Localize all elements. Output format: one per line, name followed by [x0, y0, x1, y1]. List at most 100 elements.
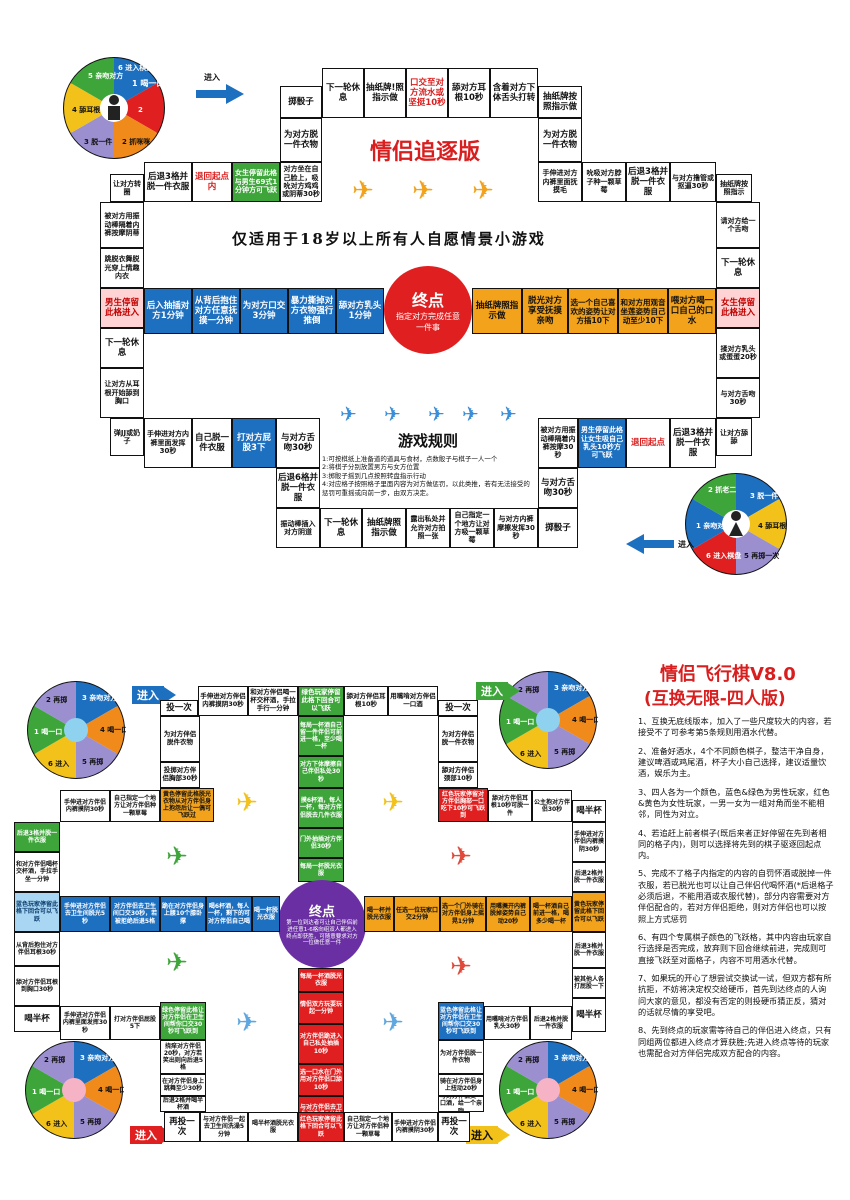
yellow-dice-wheel[interactable]: 3 亲吻对方伴侣 4 喝一口 5 再掷 6 进入 1 喝一口 2 再掷 [498, 1040, 598, 1140]
bottom-rule-6: 6、有四个专属棋子颜色的飞跃格，其中内容由玩家自行选择是否完成，放弃则下回合继续… [638, 932, 832, 965]
b-side-right-3: 黄色玩家停留此格下回合可以飞跃 [572, 892, 606, 932]
top-rules-title: 游戏规则 [397, 432, 458, 450]
b-bottom-3: 红色玩家停留此格下回合可以飞跃 [298, 1112, 344, 1142]
b-br-2: 用嘴啃对方伴侣乳头30秒 [484, 1006, 530, 1040]
cell-rotate: 让对方转圈 [110, 174, 144, 202]
cell-right-upper-1: 为对方脱一件衣物 [538, 118, 582, 162]
b-side-right-4: 后退3格并脱一件衣服 [572, 932, 606, 968]
svg-text:4 喝一口: 4 喝一口 [100, 725, 126, 734]
b-side-right-5: 被其他人各打屁股一下 [572, 968, 606, 998]
red-dice-wheel[interactable]: 3 亲吻对方伴侣 4 喝一口 5 再掷 6 进入 1 喝一口 2 再掷 [24, 1040, 124, 1140]
cell-lr-1: 被对方用振动棒隔着内裤按摩30秒 [538, 418, 578, 468]
svg-text:4 舔耳根: 4 舔耳根 [758, 521, 786, 530]
cell-left-2: 跳脱衣舞脱光穿上情趣内衣 [100, 248, 144, 288]
b-bottom-4: 自己指定一个地方让对方伴侣种一颗草莓 [344, 1112, 392, 1142]
cell-bottom-4: 自己指定一个地方让对方吸一颗草莓 [450, 508, 494, 548]
cell-lr-5: 与对方舌吻30秒 [538, 468, 578, 508]
top-rule-3: 3:掷骰子摇到几点按照转盘指示行动 [322, 471, 426, 480]
enter-label-red: 进入 [130, 1126, 162, 1144]
cell-bottom-3: 露出私处并允许对方拍照一张 [406, 508, 450, 548]
top-rule-4: 4:对应格子按照格子里面内容为对方做惩罚，以此类推，若有无法接受的惩罚可重摇或向… [322, 480, 530, 497]
cell-row2-r1: 手伸进对方内裤里面抚摸毛 [538, 162, 582, 202]
b-side-left-1: 后退3格并脱一件衣服 [14, 822, 60, 852]
enter-label-green: 进入 [476, 682, 508, 700]
male-dice-wheel[interactable]: 1 喝一口 2 2 抓咪咪 3 脱一件 4 舔耳根 5 亲吻对方 6 进入棋盘 [62, 56, 166, 160]
b-br-5: 骑在对方伴侣身上扭动20秒 [438, 1074, 484, 1096]
b-cell-top-2: 和对方伴侣喝一杯交杯酒，手拉手行一分钟 [248, 686, 298, 716]
b-cv-top-1: 每局一杯酒自己留一件伴侣可前进一格，至少喝一杯 [298, 716, 344, 756]
cell-dice: 掷骰子 [280, 86, 322, 118]
plane-icon: ✈ [462, 402, 479, 426]
enter-label-blue: 进入 [132, 686, 164, 704]
cell-row2-1: 后退3格并脱一件衣服 [144, 162, 192, 202]
plane-icon: ✈ [352, 176, 374, 206]
cell-left-5: 弹JJ或奶子 [110, 418, 144, 456]
plane-icon: ✈ [166, 948, 188, 978]
cell-back-start: 退回起点内 [192, 162, 232, 202]
bottom-finish-circle: 终点 第一位到达者可让自己伴侣前进任意1-6格向组双人都进入终点即获胜，可随意要… [278, 880, 366, 968]
b-ch-right-0: 喝一杯并脱光衣服 [364, 896, 394, 932]
b-ch-left-3: 跪在对方伴侣身上腰10个膝卧撑 [160, 896, 206, 932]
b-br-1: 蓝色停留此格让对方伴侣在卫生间帮你口交30秒可飞跃到 [438, 1002, 484, 1040]
b-side-left-3: 蓝色玩家停留此格下回合可以飞跃 [14, 892, 60, 932]
cell-right-1: 请对方给一个舌吻 [716, 202, 760, 248]
b-cell-top-1: 手伸进对方伴侣内裤摸阴30秒 [198, 686, 248, 716]
plane-icon: ✈ [500, 402, 517, 426]
b-bl-5: 在对方伴侣身上跳舞至少30秒 [160, 1074, 206, 1096]
female-dice-wheel[interactable]: 3 脱一件 4 舔耳根 5 再掷一次 6 进入棋盘 1 亲吻对方 2 抓老二 [684, 472, 788, 576]
plane-icon: ✈ [340, 402, 357, 426]
cell-right-4: 与对方舌吻30秒 [716, 378, 760, 418]
cell-ll-3: 打对方屁股3下 [232, 418, 276, 468]
svg-text:1 喝一口: 1 喝一口 [506, 1087, 534, 1096]
svg-text:6 进入棋盘: 6 进入棋盘 [706, 551, 741, 560]
cell-ll-6: 振动棒插入对方阴道 [276, 508, 320, 548]
svg-text:3 脱一件: 3 脱一件 [750, 491, 778, 500]
cell-center-l2: 从背后抱住对方任意抚摸一分钟 [192, 288, 240, 334]
cell-row2-r3: 后退3格并脱一件衣服 [626, 162, 670, 202]
b-side-right-2: 后退2格并脱一件衣服 [572, 862, 606, 892]
top-subtitle: 仅适用于18岁以上所有人自愿情景小游戏 [232, 230, 546, 248]
b-ch-right-2: 选一个门外骑在对方伴侣身上摇晃1分钟 [440, 896, 486, 932]
cell-top-card: 抽纸牌按照指示做 [538, 86, 582, 118]
b-ch-right-3: 用嘴撅开内裤脱掉姿势自己动20秒 [486, 896, 530, 932]
cell-center-l1: 后入抽插对方1分钟 [144, 288, 192, 334]
cell-top-1: 下一轮休息 [322, 68, 364, 118]
cell-top-2: 抽纸牌!照指示做 [364, 68, 406, 118]
svg-text:3 亲吻对方伴侣: 3 亲吻对方伴侣 [80, 1053, 124, 1062]
cell-bottom-1: 下一轮休息 [320, 508, 362, 548]
svg-text:4 喝一口: 4 喝一口 [98, 1085, 124, 1094]
plane-icon: ✈ [472, 176, 494, 206]
b-side-left-4: 从背后抱住对方伴侣耳根30秒 [14, 932, 60, 966]
enter-arrow-female: 进入 [626, 534, 694, 554]
bottom-rule-1: 1、互换无底线版本，加入了一些尺度较大的内容，若接受不了可参考第5条规则用酒水代… [638, 716, 832, 738]
cell-center-r1: 抽纸牌照指示做 [472, 288, 522, 334]
cell-right-3: 揉对方乳头或蛋蛋20秒 [716, 328, 760, 378]
b-cell-right-4: 舔对方伴侣耳根10秒可脱一件 [488, 790, 532, 822]
b-bottom-2: 喝半杯酒脱光衣服 [248, 1112, 298, 1142]
cell-male-stop: 男生停留此格进入 [100, 288, 144, 328]
svg-text:6 进入: 6 进入 [48, 759, 69, 768]
enter-arrow-blue: 进入 [132, 686, 176, 704]
b-ch-left-2: 对方伴侣去卫生间口交30秒，若被拒绝后退5格 [110, 896, 160, 932]
b-bl-1: 手伸进对方伴侣内裤里面发挥30秒 [60, 1006, 110, 1040]
svg-text:3 亲吻对方伴侣: 3 亲吻对方伴侣 [554, 1053, 598, 1062]
b-ch-left-4: 喝6杯酒，每人一杯，剩下的可对方伴侣自己喝 [206, 896, 252, 932]
cell-center-r4: 和对方用观音坐莲姿势自己动至少10下 [618, 288, 668, 334]
b-cv-top-4: 门外抽插对方伴侣30秒 [298, 828, 344, 858]
svg-text:2 再掷: 2 再掷 [46, 695, 67, 704]
b-side-right-1: 手伸进对方伴侣内裤摸阴30秒 [572, 822, 606, 862]
blue-dice-wheel[interactable]: 3 亲吻对方伴侣 4 喝一口 5 再掷 6 进入 1 喝一口 2 再掷 [26, 680, 126, 780]
b-cell-right-1: 为对方伴侣脱一件衣物 [438, 716, 478, 762]
cell-top-5: 含着对方下体舌头打转 [490, 68, 538, 118]
green-dice-wheel[interactable]: 3 亲吻对方伴侣 4 喝一口 5 再掷 6 进入 1 喝一口 2 再掷 [498, 670, 598, 770]
cell-left-upper-1: 为对方脱一件衣物 [280, 118, 322, 162]
bottom-rule-4: 4、若追赶上前者棋子(既后来者正好停留在先到者相同的格子内)，则可以选择将先到的… [638, 827, 827, 861]
svg-text:4 喝一口: 4 喝一口 [572, 1085, 598, 1094]
svg-text:1 喝一口: 1 喝一口 [34, 727, 62, 736]
cell-top-4: 舔对方耳根10秒 [448, 68, 490, 118]
cell-center-l4: 暴力撕掉对方衣物强行推倒 [288, 288, 336, 334]
bottom-rule-8: 8、先到终点的玩家需等待自己的伴侣进入终点，只有同组两位都进入终点才算获胜;先进… [638, 1025, 832, 1058]
top-finish-text: 指定对方完成任意一件事 [396, 312, 460, 332]
cell-center-l3: 为对方口交3分钟 [240, 288, 288, 334]
plane-icon: ✈ [450, 842, 472, 872]
